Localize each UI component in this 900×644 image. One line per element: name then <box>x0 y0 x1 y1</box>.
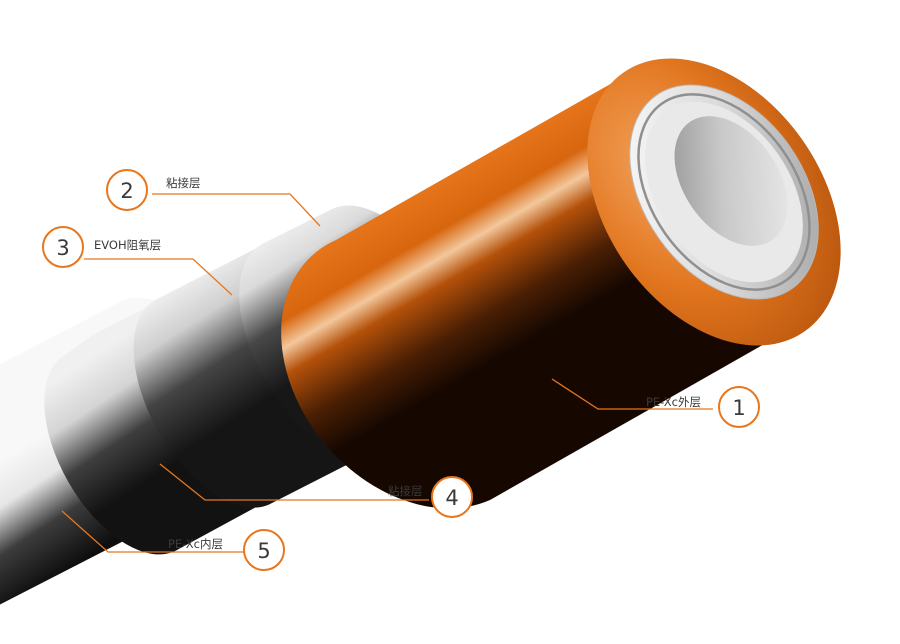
callout-layer-2: 2 粘接层 <box>106 169 201 211</box>
leader-line-1 <box>551 378 713 410</box>
callout-number-4: 4 <box>445 486 458 510</box>
callout-layer-5: 5 PE-Xc内层 <box>168 529 285 571</box>
callout-label-4: 粘接层 <box>388 484 423 498</box>
callout-circle-2 <box>106 169 148 211</box>
leader-line-2 <box>152 193 321 227</box>
callout-number-2: 2 <box>120 179 133 203</box>
callout-number-5: 5 <box>257 539 270 563</box>
pipe-end-face <box>587 58 841 346</box>
callout-circle-4 <box>431 476 473 518</box>
callout-layer-1: 1 PE-Xc外层 <box>646 386 760 428</box>
leader-line-4 <box>159 463 429 501</box>
callout-label-2: 粘接层 <box>166 176 201 190</box>
callout-layer-3: 3 EVOH阻氧层 <box>42 226 161 268</box>
callout-label-5: PE-Xc内层 <box>168 537 223 551</box>
callout-circle-1 <box>718 386 760 428</box>
callout-number-3: 3 <box>56 236 69 260</box>
callout-label-3: EVOH阻氧层 <box>94 238 161 252</box>
callout-label-1: PE-Xc外层 <box>646 395 701 409</box>
leader-line-3 <box>84 258 233 296</box>
callout-number-1: 1 <box>732 396 745 420</box>
callout-layer-4: 4 粘接层 <box>388 476 473 518</box>
callout-circle-5 <box>243 529 285 571</box>
leader-lines <box>61 193 713 553</box>
callout-circle-3 <box>42 226 84 268</box>
leader-line-5 <box>61 510 245 553</box>
